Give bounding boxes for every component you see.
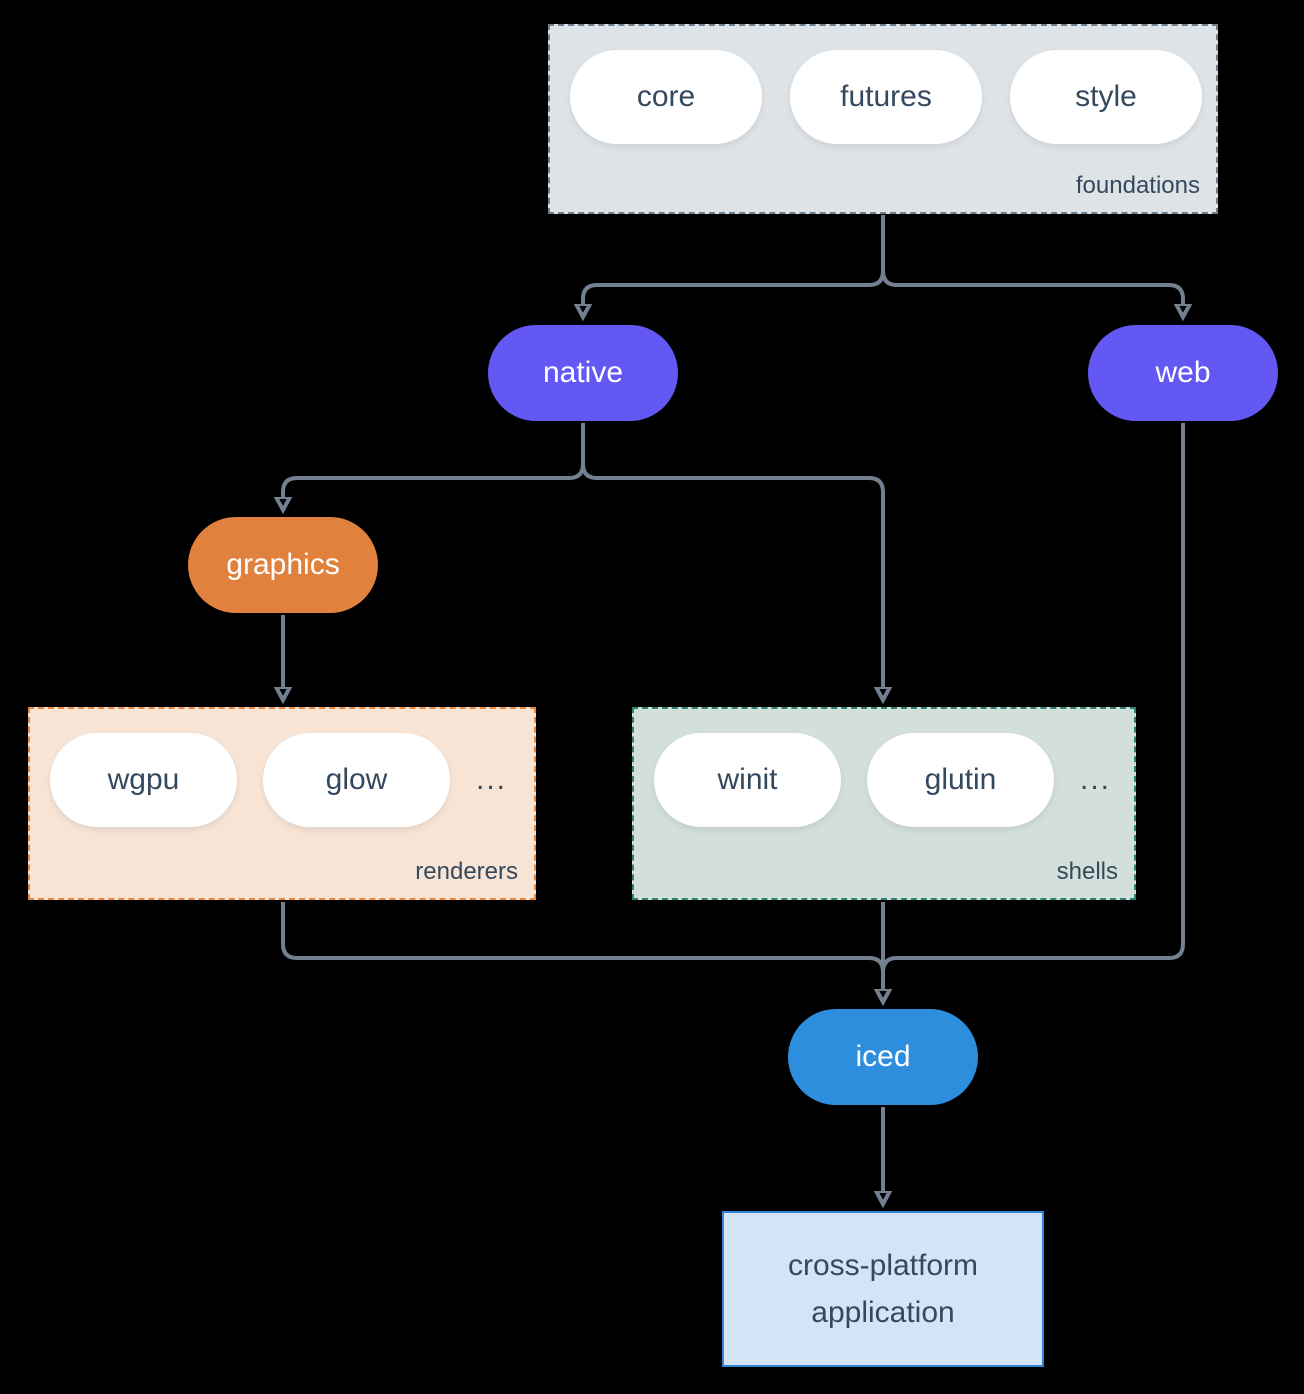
edge-native-shells — [581, 423, 883, 688]
renderers-ellipsis: ... — [476, 763, 508, 796]
group-shells: winit glutin ... shells — [632, 707, 1136, 900]
group-foundations: core futures style foundations — [548, 24, 1218, 214]
node-native: native — [488, 325, 678, 421]
node-glow: glow — [263, 733, 450, 827]
edge-foundations-web — [881, 215, 1183, 305]
node-graphics: graphics — [188, 517, 378, 613]
edge-foundations-native — [583, 215, 885, 305]
shells-ellipsis: ... — [1080, 763, 1112, 796]
application-label: cross-platform application — [787, 1249, 979, 1329]
renderers-label: renderers — [415, 858, 518, 885]
node-style: style — [1010, 50, 1202, 144]
node-wgpu: wgpu — [50, 733, 237, 827]
group-renderers: wgpu glow ... renderers — [28, 707, 536, 900]
renderers-pill-row: wgpu glow ... — [30, 709, 534, 827]
edge-renderers-merge — [281, 902, 885, 973]
edge-native-graphics — [283, 423, 585, 498]
node-futures: futures — [790, 50, 982, 144]
foundations-label: foundations — [1075, 172, 1200, 199]
shells-label: shells — [1056, 858, 1118, 885]
node-iced: iced — [788, 1009, 978, 1105]
node-glutin: glutin — [867, 733, 1054, 827]
node-winit: winit — [654, 733, 841, 827]
foundations-pill-row: core futures style — [550, 26, 1216, 144]
shells-pill-row: winit glutin ... — [634, 709, 1134, 827]
node-web: web — [1088, 325, 1278, 421]
node-application: cross-platform application — [722, 1211, 1044, 1367]
node-core: core — [570, 50, 762, 144]
